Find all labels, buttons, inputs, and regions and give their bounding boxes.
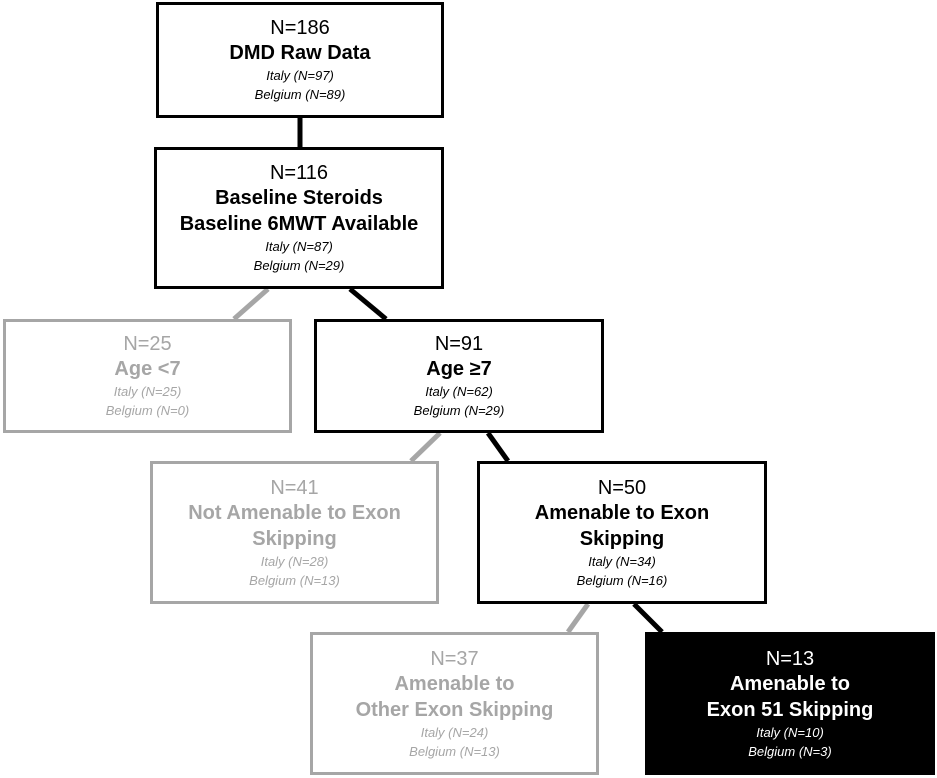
node-belgium-count: Belgium (N=89) [254, 87, 346, 102]
node-italy-count: Italy (N=97) [266, 68, 334, 83]
node-belgium-count: Belgium (N=29) [253, 258, 345, 273]
node-title-line: Age <7 [114, 358, 181, 380]
node-count: N=25 [123, 333, 172, 355]
node-belgium-count: Belgium (N=16) [576, 572, 668, 588]
connector-steroids-to-age-ge7 [348, 287, 388, 321]
node-count: N=116 [269, 162, 328, 184]
node-italy-count: Italy (N=28) [260, 553, 329, 569]
node-title-line: Amenable to [394, 672, 515, 695]
node-title-line: Other Exon Skipping [355, 698, 554, 721]
node-title-line: Baseline Steroids [215, 187, 383, 209]
node-title-line: Skipping [579, 527, 665, 550]
node-baseline-steroids: N=116 Baseline Steroids Baseline 6MWT Av… [154, 147, 444, 289]
node-age-7-or-over: N=91 Age ≥7 Italy (N=62) Belgium (N=29) [314, 319, 604, 433]
connector-steroids-to-age-lt7 [232, 287, 270, 321]
node-count: N=186 [270, 17, 330, 39]
node-title-line: Amenable to Exon [534, 501, 710, 524]
node-belgium-count: Belgium (N=13) [409, 743, 500, 759]
node-italy-count: Italy (N=62) [425, 384, 493, 399]
node-amenable-exon-skipping: N=50 Amenable to Exon Skipping Italy (N=… [477, 461, 767, 604]
node-title-line: Not Amenable to Exon [188, 501, 401, 524]
node-title-line: Skipping [252, 527, 337, 550]
node-other-exon-skipping: N=37 Amenable to Other Exon Skipping Ita… [310, 632, 599, 775]
node-belgium-count: Belgium (N=13) [249, 572, 340, 588]
node-belgium-count: Belgium (N=0) [105, 403, 190, 418]
node-dmd-raw-data: N=186 DMD Raw Data Italy (N=97) Belgium … [156, 2, 444, 118]
connector-amenable-to-other-exon [565, 602, 591, 634]
node-title-line: DMD Raw Data [229, 42, 371, 64]
node-belgium-count: Belgium (N=3) [748, 743, 832, 759]
node-italy-count: Italy (N=24) [420, 724, 489, 740]
node-title-line: Amenable to [729, 672, 851, 695]
node-age-under-7: N=25 Age <7 Italy (N=25) Belgium (N=0) [3, 319, 292, 433]
node-italy-count: Italy (N=87) [265, 239, 333, 254]
node-title-line: Baseline 6MWT Available [179, 213, 419, 235]
node-title-line: Age ≥7 [426, 358, 492, 380]
node-count: N=91 [434, 333, 484, 355]
node-not-amenable-exon-skipping: N=41 Not Amenable to Exon Skipping Italy… [150, 461, 439, 604]
node-italy-count: Italy (N=34) [588, 553, 656, 569]
node-belgium-count: Belgium (N=29) [413, 403, 505, 418]
connector-age-ge7-to-amenable [485, 431, 511, 463]
node-exon-51-skipping: N=13 Amenable to Exon 51 Skipping Italy … [645, 632, 935, 775]
node-title-line: Exon 51 Skipping [706, 698, 874, 721]
node-count: N=50 [597, 476, 647, 499]
connector-amenable-to-exon51 [632, 602, 664, 634]
node-italy-count: Italy (N=25) [113, 384, 182, 399]
node-count: N=37 [430, 647, 479, 670]
connector-age-ge7-to-not-amenable [409, 431, 442, 463]
node-italy-count: Italy (N=10) [756, 724, 824, 740]
node-count: N=13 [765, 647, 815, 670]
node-count: N=41 [270, 476, 319, 499]
